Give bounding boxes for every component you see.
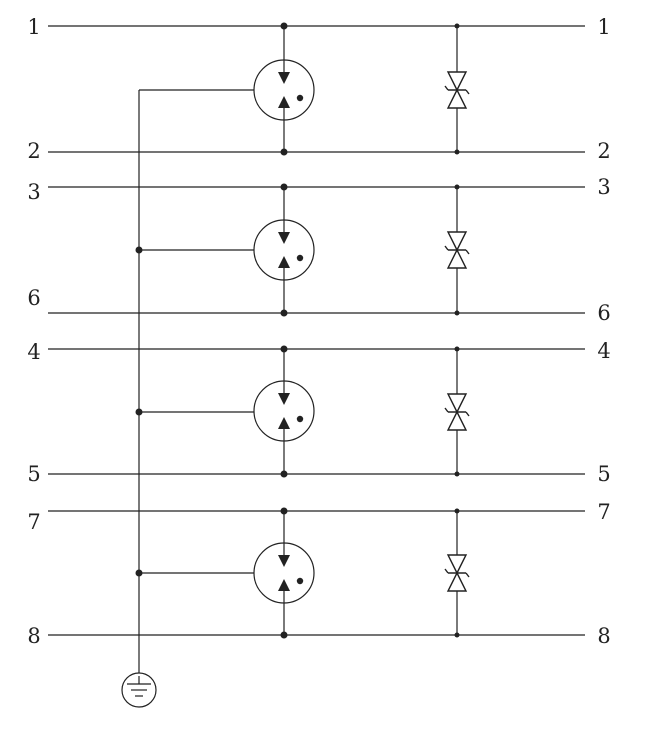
junction-dot: [280, 507, 288, 515]
junction-dot: [454, 632, 460, 638]
terminal-label-right: 4: [597, 339, 610, 363]
ground-icon: [121, 672, 157, 708]
tvs-diode-icon: [444, 71, 470, 109]
terminal-label-right: 1: [597, 15, 610, 39]
junction-dot: [454, 346, 460, 352]
circuit-group: 4 4 5 5: [27, 339, 610, 486]
junction-dot: [454, 310, 460, 316]
junction-dot: [454, 23, 460, 29]
junction-dot: [135, 569, 143, 577]
gas-discharge-tube-icon: [253, 59, 315, 121]
circuit-group: 3 3 6 6: [27, 175, 610, 325]
junction-dot: [280, 22, 288, 30]
junction-dot: [454, 184, 460, 190]
tvs-diode-icon: [444, 393, 470, 431]
circuit-group: 7 7 8 8: [27, 500, 610, 648]
gas-discharge-tube-icon: [253, 380, 315, 442]
terminal-label-right: 6: [597, 301, 610, 325]
junction-dot: [454, 471, 460, 477]
circuit-group: 1 1 2 2: [27, 15, 610, 163]
junction-dot: [280, 631, 288, 639]
terminal-label-left: 2: [27, 139, 40, 163]
terminal-label-right: 2: [597, 139, 610, 163]
terminal-label-left: 8: [27, 624, 40, 648]
gas-discharge-tube-icon: [253, 219, 315, 281]
tvs-diode-icon: [444, 554, 470, 592]
gas-discharge-tube-icon: [253, 542, 315, 604]
junction-dot: [280, 148, 288, 156]
junction-dot: [454, 508, 460, 514]
junction-dot: [454, 149, 460, 155]
terminal-label-right: 8: [597, 624, 610, 648]
junction-dot: [280, 309, 288, 317]
terminal-label-left: 5: [27, 462, 40, 486]
terminal-label-left: 1: [27, 15, 40, 39]
tvs-diode-icon: [444, 231, 470, 269]
junction-dot: [280, 183, 288, 191]
junction-dot: [135, 246, 143, 254]
terminal-label-right: 7: [597, 500, 610, 524]
terminal-label-right: 3: [597, 175, 610, 199]
junction-dot: [280, 345, 288, 353]
terminal-label-right: 5: [597, 462, 610, 486]
junction-dot: [280, 470, 288, 478]
terminal-label-left: 7: [27, 510, 40, 534]
terminal-label-left: 6: [27, 286, 40, 310]
junction-dot: [135, 408, 143, 416]
terminal-label-left: 3: [27, 180, 40, 204]
terminal-label-left: 4: [27, 340, 40, 364]
